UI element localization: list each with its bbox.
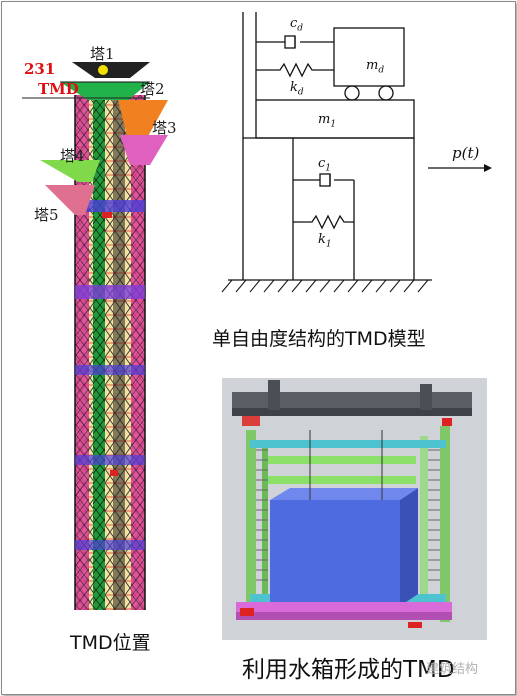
mass-m1-label: m1 [318,112,337,130]
tank-caption: 利用水箱形成的TMD [242,657,455,683]
spring-k1-label: k1 [318,232,332,250]
model-caption: 单自由度结构的TMD模型 [212,328,426,350]
spring-kd-label: kd [290,80,304,98]
watermark: 建筑结构 [426,662,479,677]
tower-tag-4: 塔4 [60,147,85,165]
force-label: p(t) [452,144,480,162]
tmd-height-label: 231 [24,60,56,78]
mass-md-label: md [366,58,385,76]
tmd-position-label: TMD [38,80,79,98]
tower-tag-1: 塔1 [90,45,115,63]
damper-cd-label: cd [290,16,304,34]
tower-bands [75,200,145,550]
tower-tag-3: 塔3 [152,119,177,137]
tower-tag-2: 塔2 [140,80,165,98]
tower-platforms [40,62,168,476]
tower-caption: TMD位置 [70,632,151,654]
damper-c1-label: c1 [318,156,332,174]
tower-tag-5: 塔5 [34,206,59,224]
